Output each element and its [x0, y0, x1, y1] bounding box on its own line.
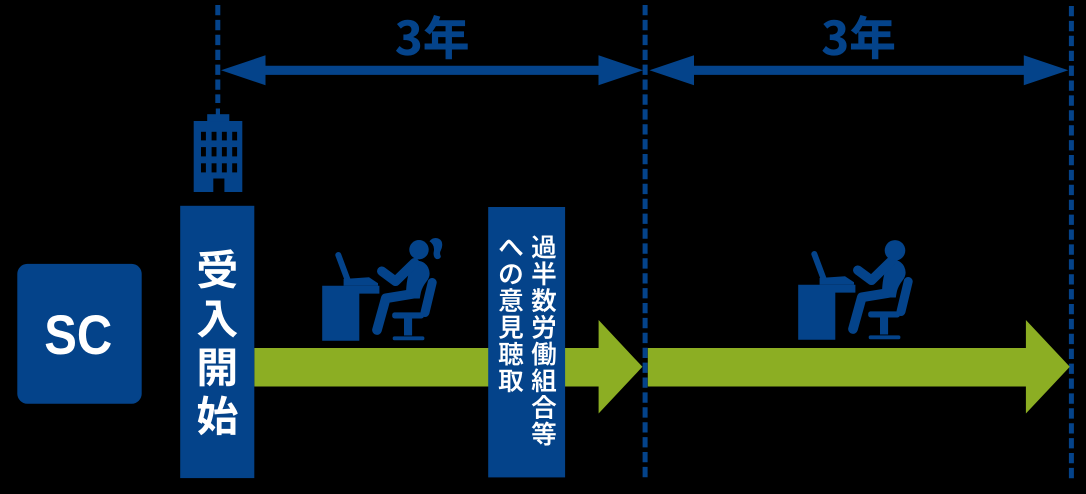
svg-text:SC: SC — [44, 303, 112, 366]
